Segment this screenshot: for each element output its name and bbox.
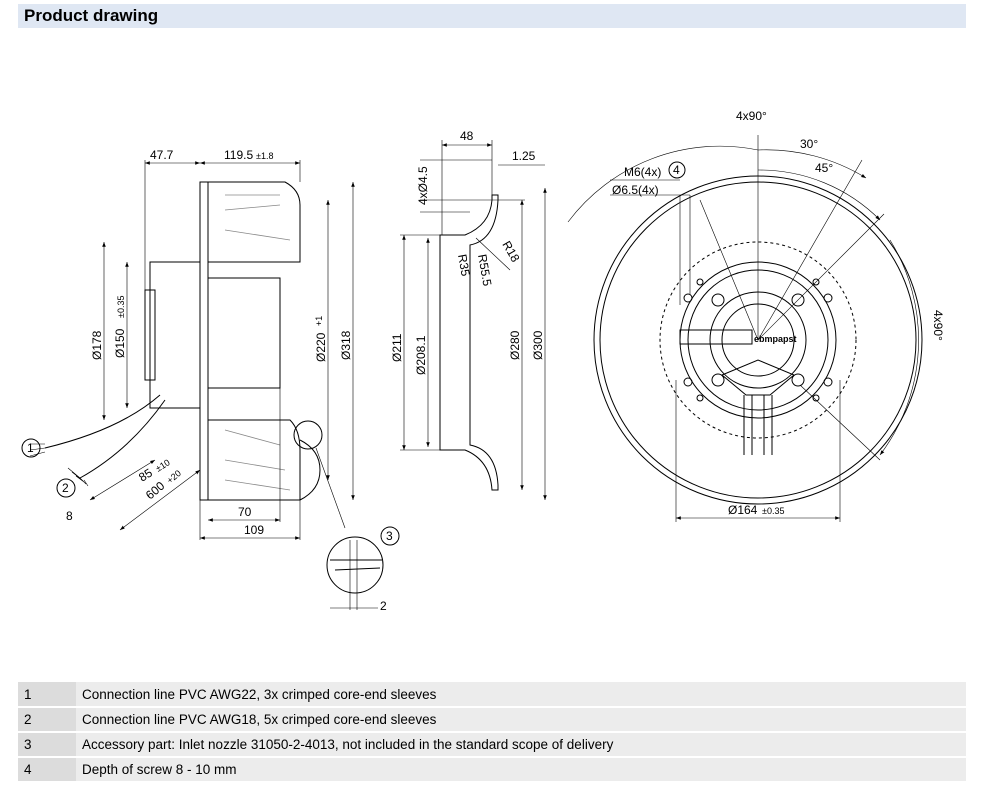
angle-4x90-right: 4x90° [931,310,945,341]
legend-description: Accessory part: Inlet nozzle 31050-2-401… [76,732,966,758]
dim-48: 48 [460,129,474,143]
dim-8: 8 [66,509,73,523]
dim-220: Ø220 [314,332,328,362]
nozzle-view: 48 1.25 4xØ4.5 R18 R55.5 R35 Ø211 Ø208.1… [390,129,547,500]
detail-3-marker [293,420,323,450]
angle-45: 45° [815,161,833,175]
front-mount-holes [683,278,833,402]
callouts: 1 2 3 4 [21,161,686,546]
arc-30 [757,149,867,179]
dim-r55-5: R55.5 [475,253,494,287]
side-hub [144,289,156,381]
label-m6: M6(4x) [624,165,661,179]
side-blade-lines [224,194,291,491]
arc-45 [757,169,881,221]
front-cable-exit [743,395,773,455]
side-motor [207,277,281,389]
dim-119-5: 119.5 [224,148,253,162]
callout-4-label: 4 [673,163,680,177]
callout-2 [56,478,76,498]
callout-3-label: 3 [386,529,393,543]
legend-description: Connection line PVC AWG22, 3x crimped co… [76,682,966,708]
callout-1-label: 1 [27,441,34,455]
label-d6-5: Ø6.5(4x) [612,183,659,197]
legend-number: 1 [18,682,76,708]
front-label-plate [679,329,753,345]
side-view: 47.7 119.5 ±1.8 Ø178 Ø150 ±0.35 Ø220 +1 … [29,148,387,613]
legend-row: 4 Depth of screw 8 - 10 mm [18,757,966,783]
dim-150-tol: ±0.35 [116,296,126,318]
detail-3-profile [330,559,382,571]
legend-row: 1 Connection line PVC AWG22, 3x crimped … [18,682,966,708]
dim-220-tol: +1 [314,316,324,326]
dim-r35: R35 [455,253,473,277]
dim-280: Ø280 [508,330,522,360]
angle-30: 30° [800,137,818,151]
section-title: Product drawing [24,6,159,25]
dim-600-tol: +20 [165,468,183,485]
side-upper-blade [207,181,301,263]
dim-178: Ø178 [90,330,104,360]
dim-318: Ø318 [339,330,353,360]
callout-2-label: 2 [62,481,69,495]
side-backplate [199,181,209,501]
legend-row: 3 Accessory part: Inlet nozzle 31050-2-4… [18,732,966,758]
legend-description: Depth of screw 8 - 10 mm [76,757,966,783]
angle-4x90-top: 4x90° [736,109,767,123]
callout-1 [21,438,41,458]
dim-119-5-tol: ±1.8 [256,151,273,161]
dim-85-tol: ±10 [154,457,172,473]
legend-description: Connection line PVC AWG18, 5x crimped co… [76,707,966,733]
dim-150: Ø150 [113,328,127,358]
dim-300: Ø300 [531,330,545,360]
dim-208-1: Ø208.1 [414,335,428,375]
dim-2: 2 [380,599,387,613]
dim-70: 70 [238,505,252,519]
legend-number: 4 [18,757,76,783]
brand-logo: ebmpapst [754,334,797,344]
cable-2-ends [67,467,89,487]
legend-row: 2 Connection line PVC AWG18, 5x crimped … [18,707,966,733]
dim-164: Ø164 [728,503,758,517]
legend-table: 1 Connection line PVC AWG22, 3x crimped … [18,682,966,783]
technical-drawing: 47.7 119.5 ±1.8 Ø178 Ø150 ±0.35 Ø220 +1 … [21,109,945,613]
legend-number: 3 [18,732,76,758]
cable-1 [44,394,161,449]
dim-4x4-5: 4xØ4.5 [416,166,430,205]
dim-r18: R18 [499,239,522,265]
front-connector [721,359,795,396]
arc-4x90-top [567,145,759,223]
detail-3-circle [326,536,384,594]
dim-109: 109 [244,523,264,537]
cable-2 [79,399,166,479]
side-motor-flange [149,261,201,409]
arc-4x90-right [879,239,919,456]
side-lower-blade [207,419,301,501]
dim-85: 85 [136,465,155,484]
front-bolt-circle [659,241,857,439]
callout-3 [380,526,400,546]
dim-47-7: 47.7 [150,148,174,162]
callout-4 [668,161,686,179]
side-nozzle-arc [299,439,321,501]
legend-number: 2 [18,707,76,733]
front-view: ebmpapst 4x90° 30° 45° M6(4x) Ø6.5(4x) 4… [567,109,945,522]
dim-211: Ø211 [390,333,404,362]
nozzle-profile [439,194,499,491]
dim-164-tol: ±0.35 [762,506,784,516]
dim-1-25: 1.25 [512,149,536,163]
section-header: Product drawing [18,4,966,28]
